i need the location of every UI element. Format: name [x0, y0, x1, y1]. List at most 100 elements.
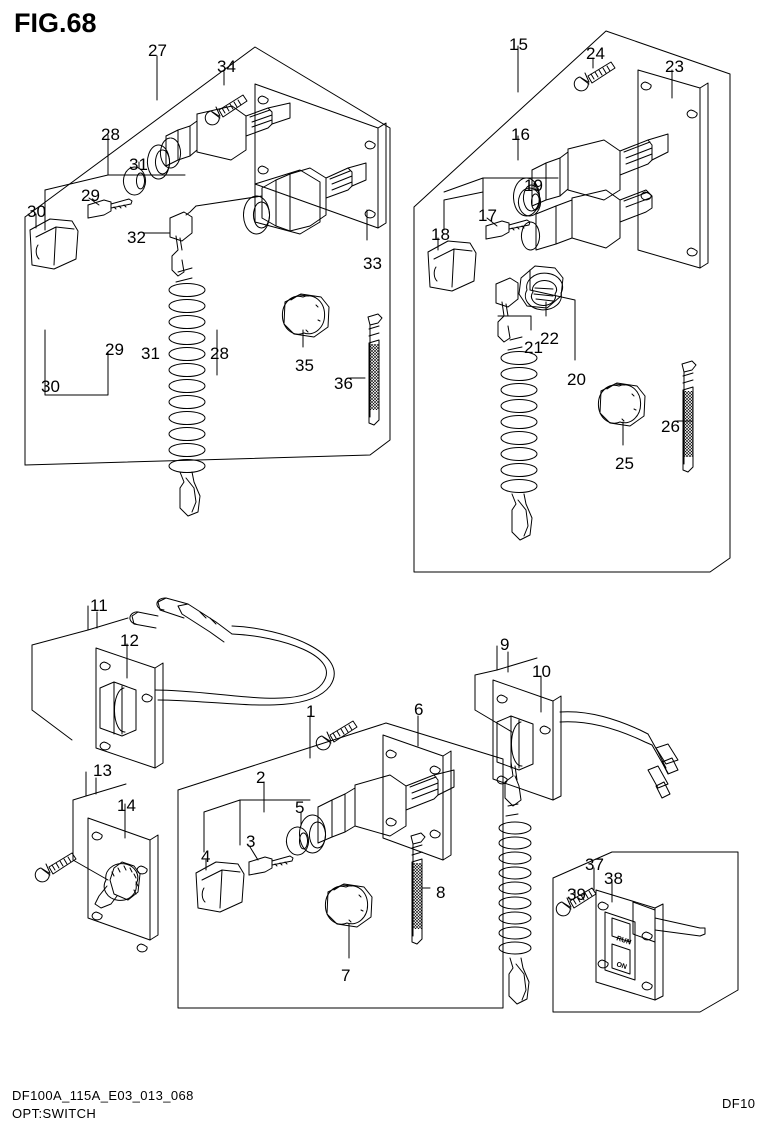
part-38-switch-labels: RUN ON — [615, 935, 632, 971]
callout-14: 14 — [117, 796, 136, 815]
part-10-stop-switch-plate — [492, 679, 562, 801]
part-35-rubber-cap — [281, 293, 330, 338]
bracket-28a — [44, 174, 109, 191]
part-17-key — [485, 219, 531, 240]
screw-near-part-14 — [34, 852, 77, 883]
part-18-key-cover — [427, 240, 477, 292]
group-bracket-11 — [31, 605, 129, 741]
footer-caption: OPT:SWITCH — [12, 1106, 97, 1121]
part-26-cable-tie — [681, 360, 697, 473]
callout-39: 39 — [567, 885, 586, 904]
callout-29: 29 — [105, 340, 124, 359]
part-33-mount-plate — [254, 83, 387, 229]
callout-9: 9 — [500, 635, 510, 654]
callout-37: 37 — [585, 855, 604, 874]
footer-text: DF100A_115A_E03_013_068 OPT:SWITCH — [12, 1087, 194, 1123]
callout-26: 26 — [661, 417, 680, 436]
screw-near-part-1 — [315, 720, 358, 751]
part-32-lanyard-clip — [169, 211, 193, 277]
lanyard-coil-right — [500, 336, 538, 541]
part-8-cable-tie — [410, 832, 426, 945]
callout-19: 19 — [524, 176, 543, 195]
leader-17 — [486, 217, 498, 227]
part-23-mount-plate — [637, 69, 709, 269]
callout-24: 24 — [586, 44, 605, 63]
callout-18: 18 — [431, 225, 450, 244]
callout-27: 27 — [148, 41, 167, 60]
part-19-grommet — [518, 187, 541, 217]
callout-3: 3 — [246, 832, 256, 851]
bracket-20 — [529, 269, 576, 361]
callout-10: 10 — [532, 662, 551, 681]
part-3-key — [248, 855, 294, 876]
part-36-cable-tie — [367, 313, 383, 426]
svg-text:RUN: RUN — [615, 935, 632, 946]
callout-28: 28 — [101, 125, 120, 144]
callout-8: 8 — [436, 883, 446, 902]
group-bracket-9 — [474, 645, 538, 733]
callout-1: 1 — [306, 702, 316, 721]
part-ignition-switch-upper — [147, 102, 291, 180]
callout-30: 30 — [27, 202, 46, 221]
callout-15: 15 — [509, 35, 528, 54]
svg-text:ON: ON — [615, 961, 627, 971]
part-22-nut — [518, 265, 564, 311]
footer-right-code: DF10 — [722, 1096, 756, 1111]
callout-7: 7 — [341, 966, 351, 985]
part-29-key-upper — [87, 198, 133, 219]
part-5-grommet — [286, 826, 309, 856]
callout-35: 35 — [295, 356, 314, 375]
footer-code: DF100A_115A_E03_013_068 — [12, 1088, 194, 1103]
callout-12: 12 — [120, 631, 139, 650]
part-28-lanyard-coil — [168, 267, 206, 517]
callout-32: 32 — [127, 228, 146, 247]
part-ignition-switch-lower — [243, 162, 367, 235]
part-11-stop-switch-cord — [129, 597, 335, 706]
callout-4: 4 — [201, 847, 211, 866]
callout-16: 16 — [511, 125, 530, 144]
part-39-screw — [555, 887, 597, 917]
callout-33: 33 — [363, 254, 382, 273]
group-box-15 — [413, 30, 731, 573]
callout-31: 31 — [129, 155, 148, 174]
callout-6: 6 — [414, 700, 424, 719]
callout-31: 31 — [141, 344, 160, 363]
part-30-key-cover-upper — [29, 218, 79, 270]
part-38-rocker-switch — [595, 889, 706, 1001]
callout-36: 36 — [334, 374, 353, 393]
callout-22: 22 — [540, 329, 559, 348]
part-12-emergency-switch-plate — [95, 647, 164, 769]
callout-21: 21 — [524, 338, 543, 357]
callout-38: 38 — [604, 869, 623, 888]
part-21-lanyard-clip — [495, 277, 519, 343]
callout-28: 28 — [210, 344, 229, 363]
bracket-2-left — [203, 799, 241, 853]
bracket-16-span — [443, 177, 484, 193]
part-24-screw — [573, 61, 616, 92]
part-34-screw — [204, 94, 248, 126]
switch-link-cable — [195, 195, 263, 207]
callout-5: 5 — [295, 798, 305, 817]
page-title: FIG.68 — [14, 8, 97, 38]
bracket-16-left — [443, 191, 484, 231]
part-6-mount-plate — [382, 734, 452, 861]
callout-30: 30 — [41, 377, 60, 396]
leader-21 — [497, 315, 532, 331]
group-bracket-13 — [72, 771, 127, 881]
part-14-choke-switch-plate — [87, 817, 159, 953]
callout-29: 29 — [81, 186, 100, 205]
callout-25: 25 — [615, 454, 634, 473]
part-25-rubber-cap — [597, 382, 646, 427]
part-4-key-cover — [195, 861, 245, 913]
part-7-rubber-cap — [324, 883, 373, 928]
part-10-wire-harness — [559, 711, 679, 799]
stop-switch-lanyard-right — [498, 761, 532, 1005]
part-1-ignition-switch — [299, 769, 455, 854]
group-box-27 — [24, 46, 391, 466]
group-box-37 — [552, 851, 739, 1013]
callout-13: 13 — [93, 761, 112, 780]
callout-20: 20 — [567, 370, 586, 389]
leader-29a — [88, 197, 100, 206]
